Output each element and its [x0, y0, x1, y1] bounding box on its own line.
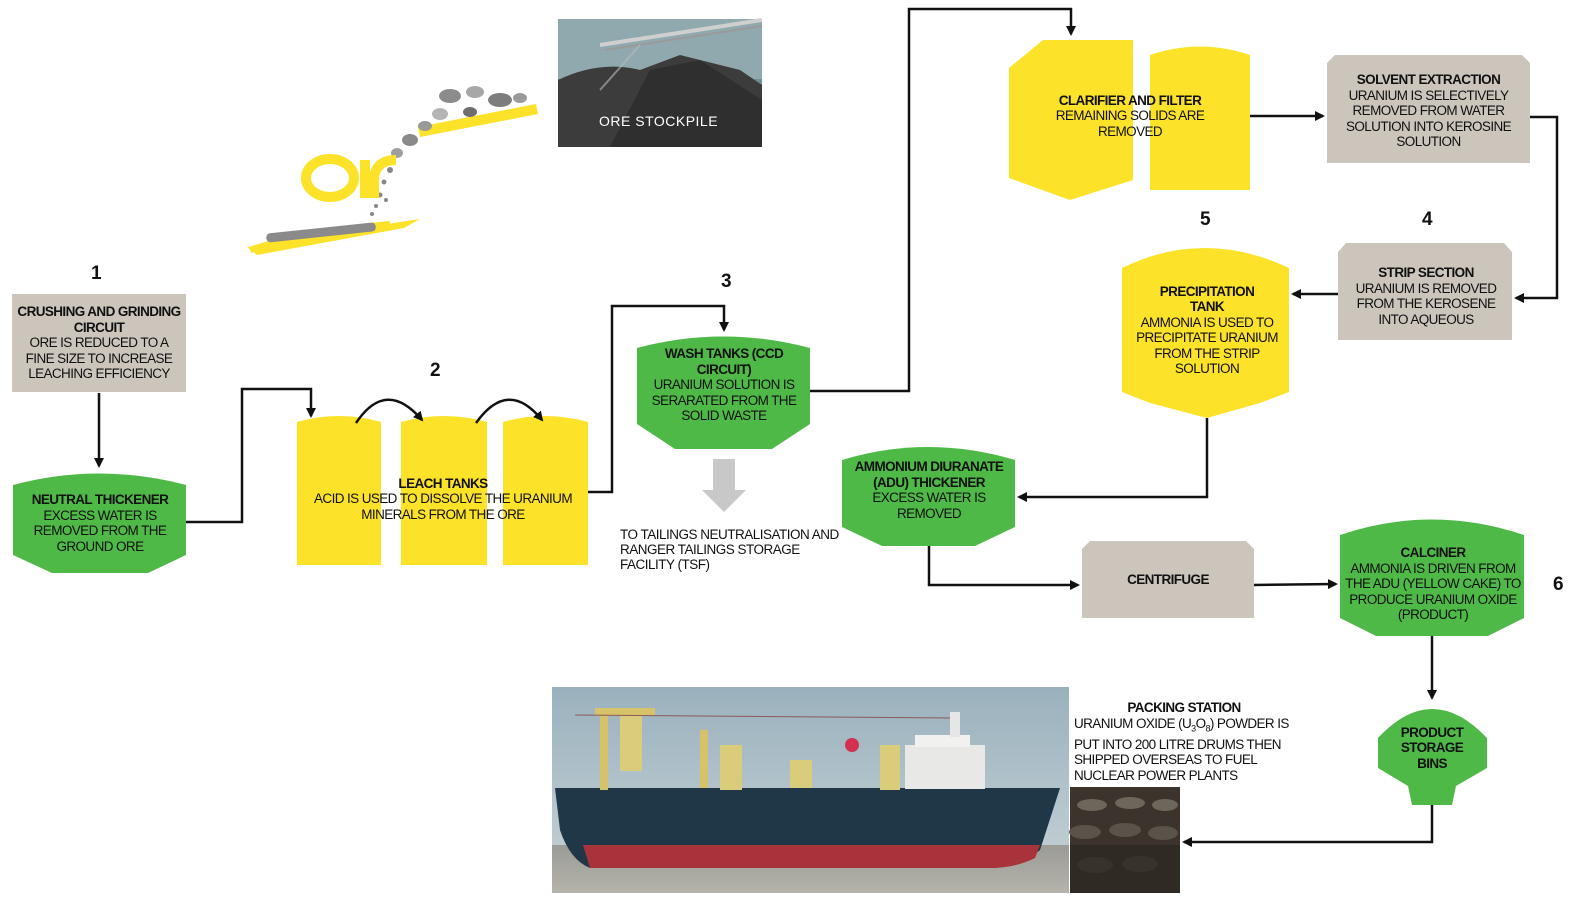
leach-tanks-label: LEACH TANKS ACID IS USED TO DISSOLVE THE…	[312, 474, 574, 524]
adu-thickener-label: AMMONIUM DIURANATE (ADU) THICKENER EXCES…	[846, 456, 1012, 524]
adu-desc: EXCESS WATER IS REMOVED	[872, 490, 986, 521]
precipitation-desc: AMMONIA IS USED TO PRECIPITATE URANIUM F…	[1136, 314, 1278, 377]
solvent-box	[1327, 55, 1530, 163]
crushing-title: CRUSHING AND GRINDING CIRCUIT	[17, 304, 181, 335]
precipitation-shape	[1122, 248, 1289, 418]
filter-shape	[1150, 46, 1250, 190]
packing-desc-post: ) POWDER IS PUT INTO 200 LITRE DRUMS THE…	[1074, 715, 1289, 783]
drums-photo	[1069, 787, 1180, 893]
packing-desc-pre: URANIUM OXIDE (U	[1074, 715, 1192, 731]
wash-tanks-label: WASH TANKS (CCD CIRCUIT) URANIUM SOLUTIO…	[641, 344, 807, 426]
ore-stockpile-label: ORE STOCKPILE	[599, 113, 719, 129]
calciner-title: CALCINER	[1400, 545, 1467, 561]
step-number-6: 6	[1553, 574, 1564, 595]
bins-shape	[1378, 709, 1487, 805]
centrifuge-box	[1082, 541, 1254, 618]
ore-stockpile-photo	[558, 18, 763, 147]
clarifier-title: CLARIFIER AND FILTER	[1058, 92, 1202, 108]
adu-shape	[842, 447, 1015, 546]
packing-desc-mid: O	[1195, 715, 1207, 731]
leach-tank-3	[503, 416, 588, 565]
ship-photo	[552, 687, 1069, 893]
packing-station-label: PACKING STATION URANIUM OXIDE (U3O8) POW…	[1074, 700, 1294, 783]
leach-tank-2	[401, 416, 487, 565]
solvent-desc: URANIUM IS SELECTIVELY REMOVED FROM WATE…	[1345, 87, 1512, 150]
packing-sub-1: 3	[1191, 723, 1196, 734]
solvent-title: SOLVENT EXTRACTION	[1356, 72, 1501, 88]
tailings-arrow	[702, 459, 746, 512]
clarifier-label: CLARIFIER AND FILTER REMAINING SOLIDS AR…	[1040, 90, 1220, 142]
adu-title: AMMONIUM DIURANATE (ADU) THICKENER	[854, 459, 1004, 490]
strip-desc: URANIUM IS REMOVED FROM THE KEROSENE INT…	[1355, 280, 1497, 327]
leach-desc: ACID IS USED TO DISSOLVE THE URANIUM MIN…	[314, 491, 573, 522]
step-number-3: 3	[721, 271, 732, 292]
precipitation-tank-label: PRECIPITATION TANK AMMONIA IS USED TO PR…	[1127, 282, 1287, 378]
clarifier-shape	[1009, 40, 1133, 200]
product-storage-bins-label: PRODUCT STORAGE BINS	[1400, 724, 1464, 771]
tailings-text: TO TAILINGS NEUTRALISATION AND RANGER TA…	[620, 527, 839, 572]
precipitation-title: PRECIPITATION TANK	[1159, 283, 1255, 315]
packing-sub-2: 8	[1205, 723, 1210, 734]
step-number-2: 2	[430, 360, 441, 381]
strip-box	[1338, 243, 1512, 340]
wash-tanks-shape	[637, 336, 810, 449]
leach-title: LEACH TANKS	[398, 475, 488, 491]
crushing-grinding-label: CRUSHING AND GRINDING CIRCUIT ORE IS RED…	[12, 294, 186, 392]
leach-tank-1	[297, 416, 381, 565]
crushing-desc: ORE IS REDUCED TO A FINE SIZE TO INCREAS…	[25, 335, 173, 382]
packing-title: PACKING STATION	[1127, 700, 1241, 715]
step-number-5: 5	[1200, 209, 1211, 230]
calciner-desc: AMMONIA IS DRIVEN FROM THE ADU (YELLOW C…	[1345, 560, 1521, 623]
neutral-desc: EXCESS WATER IS REMOVED FROM THE GROUND …	[33, 507, 167, 554]
calciner-shape	[1340, 519, 1524, 636]
strip-title: STRIP SECTION	[1378, 265, 1474, 280]
clarifier-desc: REMAINING SOLIDS ARE REMOVED	[1055, 108, 1205, 139]
neutral-title: NEUTRAL THICKENER	[31, 492, 169, 507]
strip-section-label: STRIP SECTION URANIUM IS REMOVED FROM TH…	[1346, 258, 1506, 334]
centrifuge-label: CENTRIFUGE	[1127, 572, 1209, 588]
neutral-thickener-shape	[13, 473, 186, 573]
wash-desc: URANIUM SOLUTION IS SERARATED FROM THE S…	[651, 377, 797, 424]
neutral-thickener-label: NEUTRAL THICKENER EXCESS WATER IS REMOVE…	[18, 490, 182, 556]
ore-conveyor-illustration	[247, 86, 538, 255]
calciner-label: CALCINER AMMONIA IS DRIVEN FROM THE ADU …	[1344, 536, 1522, 632]
step-number-1: 1	[91, 263, 102, 284]
wash-title: WASH TANKS (CCD CIRCUIT)	[664, 346, 784, 377]
solvent-extraction-label: SOLVENT EXTRACTION URANIUM IS SELECTIVEL…	[1332, 63, 1525, 159]
step-number-4: 4	[1422, 209, 1433, 230]
packing-desc: URANIUM OXIDE (U3O8) POWDER IS PUT INTO …	[1074, 716, 1294, 784]
crushing-box	[12, 294, 186, 392]
